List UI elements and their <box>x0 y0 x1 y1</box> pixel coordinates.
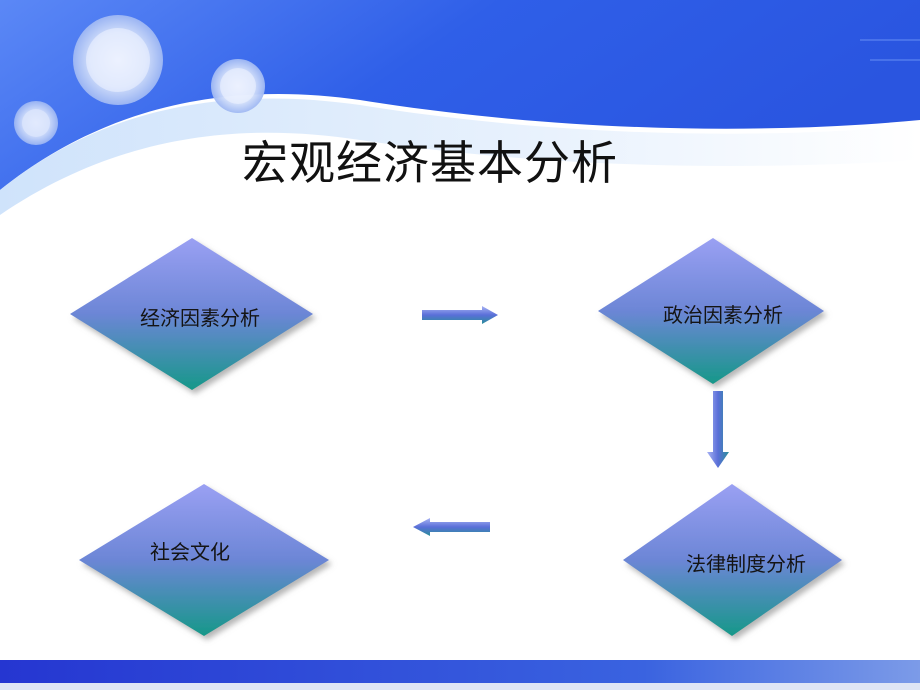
node-label-social: 社会文化 <box>150 540 230 564</box>
node-label-political: 政治因素分析 <box>663 303 783 327</box>
slide-title: 宏观经济基本分析 <box>242 136 618 190</box>
arrow-down <box>707 391 729 468</box>
arrow-left <box>413 518 490 536</box>
diamond-economic <box>70 238 313 390</box>
diamond-legal <box>623 484 842 636</box>
footer-bar <box>0 660 920 683</box>
diamond-political <box>598 238 824 384</box>
arrow-right <box>422 306 498 324</box>
node-label-economic: 经济因素分析 <box>140 306 260 330</box>
header-banner <box>0 0 920 215</box>
diamond-social <box>79 484 329 636</box>
node-label-legal: 法律制度分析 <box>686 552 806 576</box>
